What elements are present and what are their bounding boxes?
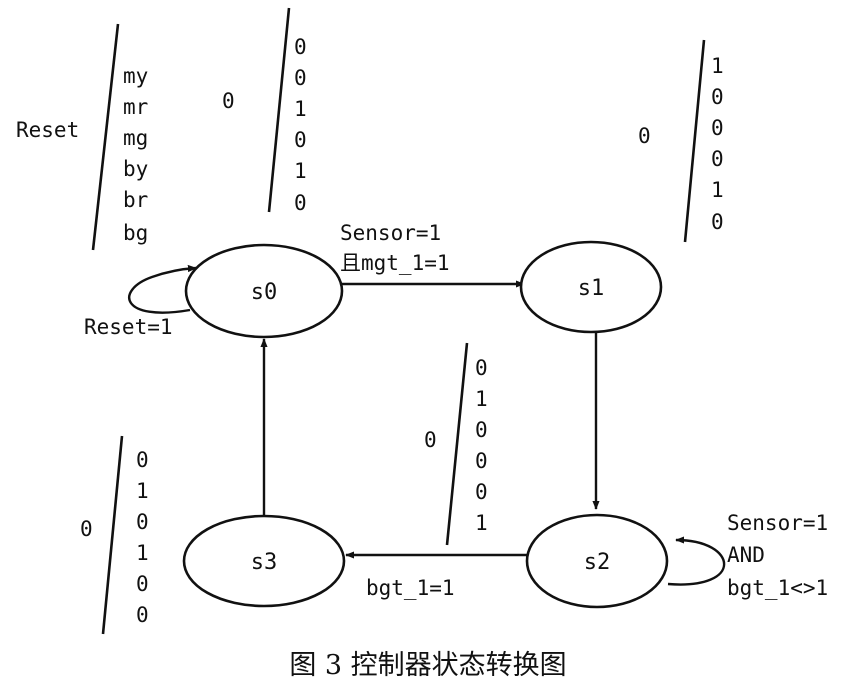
s1-bit: 1: [711, 54, 724, 78]
s2-bit: 0: [475, 480, 488, 504]
state-s3: s3: [182, 514, 346, 608]
s3-bit: 0: [136, 603, 149, 627]
state-s3-ellipse: [182, 514, 346, 608]
s1-bit: 1: [711, 178, 724, 202]
s0-to-s1-label-line2: 且mgt_1=1: [340, 251, 450, 275]
s1-output-slash: [683, 39, 706, 243]
s0-output-block: 0 0 0 1 0 1 0: [222, 7, 307, 215]
s3-bit: 0: [136, 448, 149, 472]
state-s1-ellipse: [519, 240, 663, 334]
s2-to-s3-label: bgt_1=1: [366, 576, 455, 600]
state-s0-label: s0: [251, 280, 278, 305]
state-s1: s1: [519, 240, 663, 334]
s2-self-loop-label-line1: Sensor=1: [727, 511, 828, 535]
legend-signal-list: my mr mg by br bg: [123, 64, 148, 245]
s2-bit: 0: [475, 418, 488, 442]
s2-self-loop-arrow: [667, 536, 726, 586]
s0-output-slash: [267, 7, 291, 213]
s2-output-slash: [445, 342, 469, 546]
s1-bit: 0: [711, 210, 724, 234]
s3-output-slash: [101, 435, 124, 635]
s0-bit: 0: [294, 35, 307, 59]
s0-bit: 0: [294, 66, 307, 90]
s3-bit: 1: [136, 541, 149, 565]
state-s0: s0: [184, 243, 344, 339]
state-s2: s2: [525, 513, 669, 609]
s0-self-loop-arrow: [128, 264, 197, 314]
legend-slash: [91, 23, 120, 251]
s3-output-block: 0 0 1 0 1 0 0: [80, 435, 149, 635]
s2-bit: 0: [475, 449, 488, 473]
s1-output-block: 0 1 0 0 0 1 0: [638, 39, 724, 243]
s0-bit: 0: [294, 128, 307, 152]
s3-reset-value: 0: [80, 517, 93, 541]
s0-reset-value: 0: [222, 89, 235, 113]
legend-reset-label: Reset: [16, 118, 79, 142]
legend-signal-br: br: [123, 188, 148, 212]
legend-signal-mg: mg: [123, 126, 148, 150]
s2-bit: 1: [475, 387, 488, 411]
s2-self-loop-label-line3: bgt_1<>1: [727, 576, 828, 600]
s2-bit: 1: [475, 511, 488, 535]
s0-bit: 0: [294, 191, 307, 215]
s2-bit: 0: [475, 356, 488, 380]
legend-signal-mr: mr: [123, 95, 148, 119]
s1-bit: 0: [711, 147, 724, 171]
s3-bit: 0: [136, 510, 149, 534]
s0-bit: 1: [294, 97, 307, 121]
state-s1-label: s1: [578, 276, 605, 301]
s1-reset-value: 0: [638, 124, 651, 148]
state-s2-label: s2: [584, 550, 611, 575]
s1-bit: 0: [711, 116, 724, 140]
s2-self-loop-label-line2: AND: [727, 543, 765, 567]
figure-caption: 图 3 控制器状态转换图: [289, 650, 566, 681]
state-s2-ellipse: [525, 513, 669, 609]
legend-signal-bg: bg: [123, 221, 148, 245]
s3-bit: 0: [136, 572, 149, 596]
s0-bit: 1: [294, 159, 307, 183]
s2-output-block: 0 0 1 0 0 0 1: [424, 342, 488, 546]
legend-signal-my: my: [123, 64, 148, 88]
s2-reset-value: 0: [424, 428, 437, 452]
s0-self-loop-label: Reset=1: [84, 315, 173, 339]
state-s3-label: s3: [251, 550, 278, 575]
s3-bit: 1: [136, 479, 149, 503]
s1-bit: 0: [711, 85, 724, 109]
legend-signal-by: by: [123, 157, 148, 181]
state-s0-ellipse: [184, 243, 344, 339]
s0-to-s1-label-line1: Sensor=1: [340, 221, 441, 245]
